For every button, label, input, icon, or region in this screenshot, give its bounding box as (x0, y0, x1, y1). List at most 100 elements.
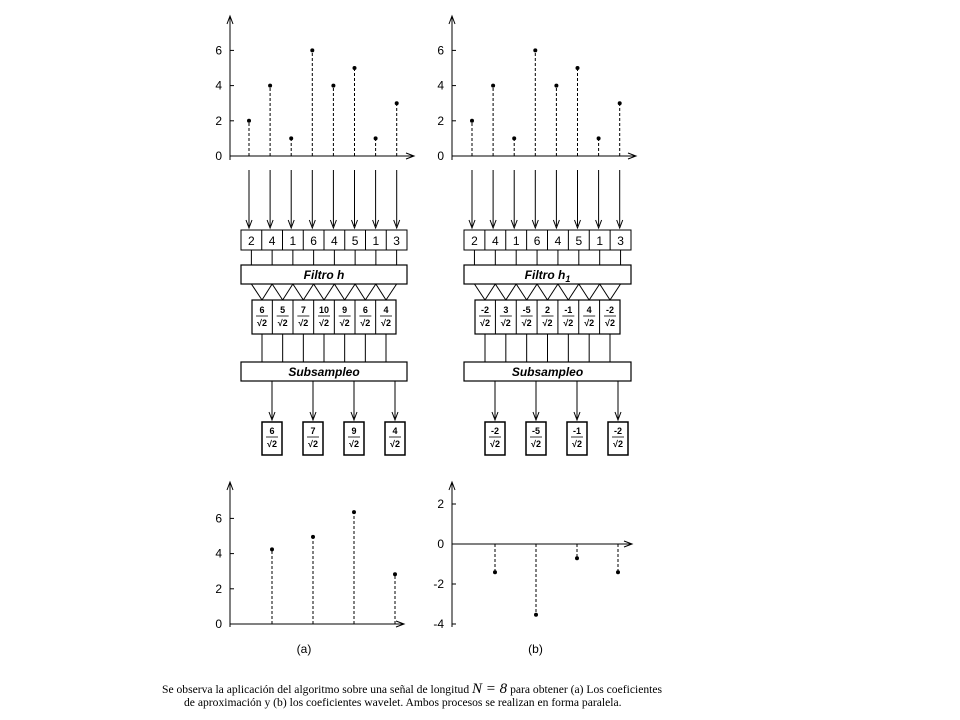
output-fraction: 4√2 (389, 426, 401, 449)
input-arrow-head (552, 219, 560, 230)
stem-marker (352, 510, 356, 515)
y-tick-label: 4 (437, 79, 444, 93)
coefficient-fraction: -5√2 (520, 305, 533, 328)
stem-marker (616, 570, 620, 575)
fraction-numerator: 7 (310, 426, 315, 436)
input-arrow-head (574, 219, 581, 230)
filter-arm (578, 283, 601, 301)
y-tick-label: 6 (437, 43, 444, 57)
fraction-numerator: 6 (259, 305, 264, 315)
input-arrow-head (266, 219, 274, 230)
input-value: 2 (471, 234, 478, 248)
fraction-denominator: √2 (522, 318, 532, 328)
input-value: 3 (617, 234, 624, 248)
filter-arm (333, 283, 356, 301)
stem-marker (311, 534, 315, 539)
right-input-plot: 0 2 4 6 (437, 16, 636, 163)
output-box (343, 421, 365, 456)
stem-marker (617, 101, 622, 106)
filter-arm (313, 283, 335, 301)
y-tick-label: 4 (215, 79, 222, 93)
right-result-plot: -4-202 (433, 482, 632, 631)
output-arrow-head (491, 411, 499, 422)
right-filter-box: Filtro h1 (463, 264, 632, 285)
y-tick-label: 0 (215, 617, 222, 631)
filter-rect (240, 264, 408, 285)
input-value: 6 (310, 234, 317, 248)
fraction-numerator: -2 (491, 426, 499, 436)
filter-rect (463, 264, 632, 285)
filter-label: Filtro h1 (525, 268, 571, 284)
stem-marker (470, 118, 474, 123)
input-arrow-head (245, 219, 253, 230)
y-axis-arrow (226, 14, 234, 25)
filter-arm (250, 283, 273, 301)
stem-marker (596, 136, 601, 141)
input-value: 4 (492, 234, 499, 248)
filter-arm (354, 283, 377, 301)
fraction-numerator: 6 (363, 305, 368, 315)
output-arrow-head (614, 411, 622, 422)
coefficient-fraction: 9√2 (338, 305, 351, 328)
input-value: 5 (352, 234, 359, 248)
output-arrow-head (391, 411, 399, 422)
caption-line-1: Se observa la aplicación del algoritmo s… (162, 681, 663, 697)
input-value: 4 (555, 234, 562, 248)
fraction-denominator: √2 (584, 318, 594, 328)
stem-marker (268, 83, 273, 88)
fraction-denominator: √2 (390, 439, 400, 449)
stem-marker (393, 572, 397, 577)
coefficient-fraction: -2√2 (479, 305, 491, 328)
fraction-numerator: 6 (269, 426, 274, 436)
output-fraction: 6√2 (266, 426, 278, 449)
fraction-numerator: -2 (481, 305, 489, 315)
x-axis-arrow (405, 152, 416, 160)
output-arrow-head (268, 411, 276, 422)
stem-marker (270, 547, 274, 552)
stem-marker (534, 612, 538, 617)
y-tick-label: -4 (433, 617, 444, 631)
filter-arm (536, 283, 559, 301)
y-axis-arrow (448, 14, 456, 25)
stem-marker (533, 48, 538, 53)
input-arrow-head (531, 219, 539, 230)
stem-marker (512, 136, 517, 141)
filter-arm (557, 283, 580, 301)
output-box (566, 421, 588, 456)
input-arrow-head (616, 219, 624, 230)
input-value: 4 (331, 234, 338, 248)
output-coefficient (525, 421, 547, 456)
coefficient-fraction: -1√2 (562, 305, 575, 328)
left-coefficient-row (251, 299, 397, 335)
stem-marker (575, 66, 580, 70)
y-tick-label: 0 (437, 149, 444, 163)
y-tick-label: 2 (437, 114, 444, 128)
fraction-numerator: -2 (606, 305, 614, 315)
fraction-denominator: √2 (605, 318, 615, 328)
fraction-numerator: 5 (280, 305, 285, 315)
y-tick-label: 0 (215, 149, 222, 163)
output-coefficient (302, 421, 324, 456)
output-coefficient (384, 421, 406, 456)
fraction-numerator: -5 (532, 426, 540, 436)
fraction-denominator: √2 (543, 318, 553, 328)
output-arrow-head (573, 411, 581, 422)
input-value: 1 (596, 234, 603, 248)
fraction-denominator: √2 (360, 318, 370, 328)
coefficient-fraction: 4√2 (380, 305, 392, 328)
right-subsample-box: Subsampleo (463, 361, 632, 382)
y-axis-arrow (448, 480, 456, 491)
fraction-numerator: 2 (545, 305, 550, 315)
filter-label: Filtro h (304, 268, 345, 282)
output-arrow-head (350, 411, 358, 422)
input-value: 6 (534, 234, 541, 248)
fraction-numerator: 9 (342, 305, 347, 315)
filter-arm (515, 283, 538, 301)
output-fraction: -1√2 (571, 426, 583, 449)
coefficient-fraction: 3√2 (499, 305, 512, 328)
fraction-denominator: √2 (480, 318, 490, 328)
input-value: 1 (290, 234, 297, 248)
